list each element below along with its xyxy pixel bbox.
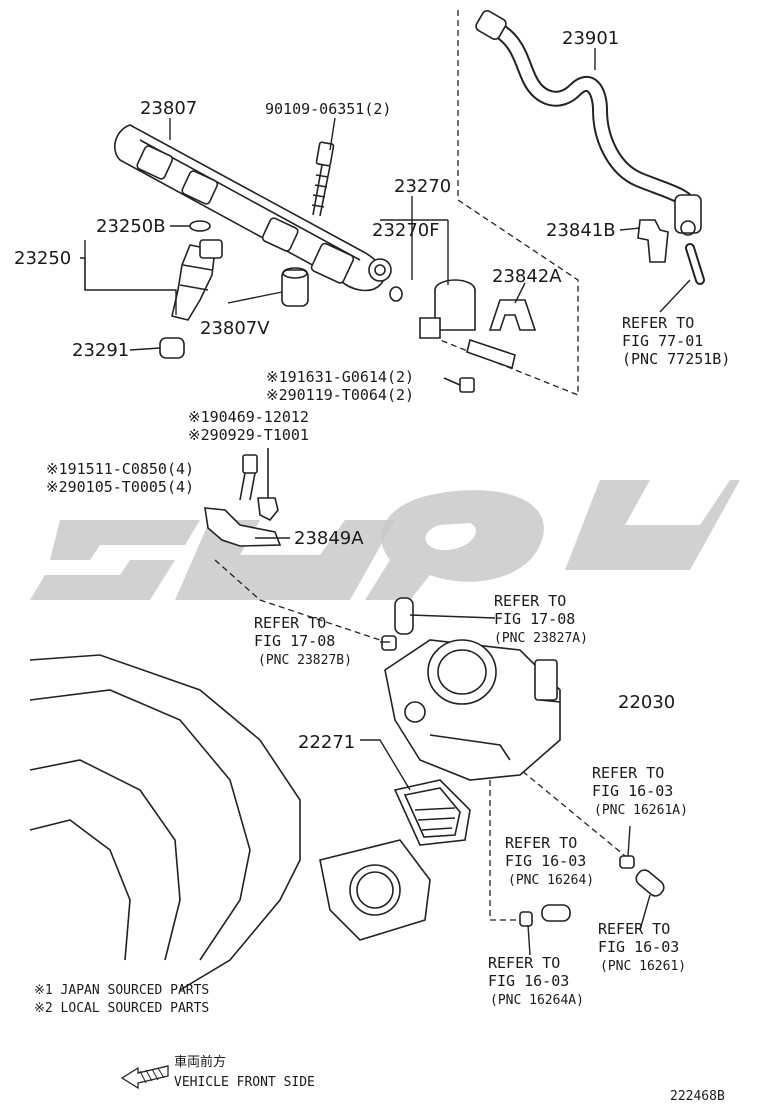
ref-17-08-b: REFER TO FIG 17-08 (PNC 23827B) — [254, 614, 352, 668]
hose-23827a — [394, 597, 414, 635]
ref-16-03-a-line2: FIG 16-03 — [592, 782, 673, 800]
label-91511: ※191511-C0850(4) — [46, 460, 194, 478]
label-22271: 22271 — [298, 732, 355, 753]
ref-16-03-d: REFER TO FIG 16-03 (PNC 16264A) — [488, 954, 584, 1008]
ref-16-03-a-line3: (PNC 16261A) — [594, 803, 688, 818]
ref-16-03-b-line1: REFER TO — [505, 834, 577, 852]
label-23291: 23291 — [72, 340, 129, 361]
fitting-16264a — [519, 911, 533, 927]
ref-17-08-b-line1: REFER TO — [254, 614, 326, 632]
hose-16264 — [541, 904, 571, 922]
label-23901: 23901 — [562, 28, 619, 49]
fitting-23827b — [381, 635, 397, 651]
ref-17-08-a-line1: REFER TO — [494, 592, 566, 610]
label-90119: ※290119-T0064(2) — [266, 386, 414, 404]
bracket-23849a — [204, 507, 282, 547]
ref-17-08-a-line3: (PNC 23827A) — [494, 631, 588, 646]
o-ring-23250b — [189, 220, 211, 232]
ref-16-03-d-line1: REFER TO — [488, 954, 560, 972]
ref-16-03-b-line3: (PNC 16264) — [508, 873, 594, 888]
clip-23841b — [637, 219, 669, 263]
ref-17-08-b-line3: (PNC 23827B) — [258, 653, 352, 668]
bolt-91631 — [443, 377, 475, 393]
direction-label-jp: 車両前方 — [174, 1054, 226, 1070]
vehicle-front-arrow-icon — [120, 1065, 169, 1090]
gasket-22271 — [393, 779, 471, 846]
label-23849a: 23849A — [294, 528, 364, 549]
label-90105: ※290105-T0005(4) — [46, 478, 194, 496]
label-23807: 23807 — [140, 98, 197, 119]
label-23270: 23270 — [394, 176, 451, 197]
ref-17-08-a-line2: FIG 17-08 — [494, 610, 575, 628]
ref-16-03-c: REFER TO FIG 16-03 (PNC 16261) — [598, 920, 686, 974]
fuel-rail-23807 — [114, 124, 392, 292]
ref-16-03-a: REFER TO FIG 16-03 (PNC 16261A) — [592, 764, 688, 818]
seal-23291 — [159, 337, 185, 359]
label-90929: ※290929-T1001 — [188, 426, 309, 444]
ref-17-08-a: REFER TO FIG 17-08 (PNC 23827A) — [494, 592, 588, 646]
ref-16-03-d-line2: FIG 16-03 — [488, 972, 569, 990]
ref-16-03-c-line3: (PNC 16261) — [600, 959, 686, 974]
label-90469: ※190469-12012 — [188, 408, 309, 426]
ref-77-01-line3: (PNC 77251B) — [622, 350, 730, 368]
label-22030: 22030 — [618, 692, 675, 713]
ref-16-03-a-line1: REFER TO — [592, 764, 664, 782]
label-23250b: 23250B — [96, 216, 166, 237]
label-23842a: 23842A — [492, 266, 562, 287]
note-local-sourced: ※2 LOCAL SOURCED PARTS — [34, 1001, 209, 1016]
ref-16-03-c-line2: FIG 16-03 — [598, 938, 679, 956]
fuel-hose-23901 — [475, 10, 702, 236]
label-91631: ※191631-G0614(2) — [266, 368, 414, 386]
pressure-regulator-23270 — [419, 279, 516, 370]
ref-17-08-b-line2: FIG 17-08 — [254, 632, 335, 650]
figure-id: 222468B — [670, 1089, 725, 1104]
bolt-90109 — [311, 141, 335, 217]
label-23270f: 23270F — [372, 220, 440, 241]
hose-16261 — [635, 869, 665, 897]
leader-lines — [80, 48, 691, 956]
note-japan-sourced: ※1 JAPAN SOURCED PARTS — [34, 983, 209, 998]
o-ring-23270f — [389, 286, 403, 302]
ref-77-01-line1: REFER TO — [622, 314, 694, 332]
watermark-logo — [30, 480, 740, 600]
ref-16-03-d-line3: (PNC 16264A) — [490, 993, 584, 1008]
direction-label-en: VEHICLE FRONT SIDE — [174, 1075, 315, 1090]
label-90109: 90109-06351(2) — [265, 100, 391, 118]
ref-16-03-b-line2: FIG 16-03 — [505, 852, 586, 870]
injector-23250 — [171, 239, 223, 321]
insulator-23807v — [281, 267, 309, 307]
bolt-91511 — [239, 454, 258, 501]
ref-77-01: REFER TO FIG 77-01 (PNC 77251B) — [622, 314, 730, 368]
fitting-16261a — [619, 855, 635, 869]
clip-23842a — [488, 299, 537, 331]
label-23250: 23250 — [14, 248, 71, 269]
intake-manifold — [29, 654, 431, 991]
clamp-90469 — [257, 448, 279, 522]
label-23841b: 23841B — [546, 220, 616, 241]
label-23807v: 23807V — [200, 318, 270, 339]
throttle-body-22030 — [384, 639, 561, 781]
ref-16-03-b: REFER TO FIG 16-03 (PNC 16264) — [505, 834, 594, 888]
ref-77-01-line2: FIG 77-01 — [622, 332, 703, 350]
ref-16-03-c-line1: REFER TO — [598, 920, 670, 938]
